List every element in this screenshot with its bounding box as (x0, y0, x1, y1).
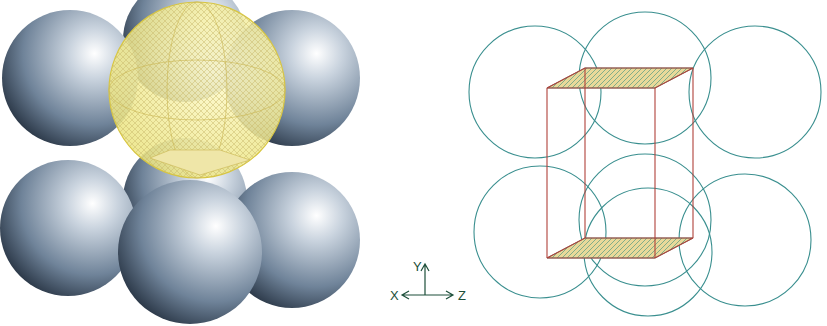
wireframe-cell (469, 12, 821, 316)
axis-label: X (390, 289, 399, 302)
sphere-packing (0, 0, 360, 324)
axis-label: Y (413, 260, 422, 273)
cube-outline (547, 68, 693, 258)
axis-label: Z (458, 289, 466, 302)
axis-triad (402, 264, 453, 299)
